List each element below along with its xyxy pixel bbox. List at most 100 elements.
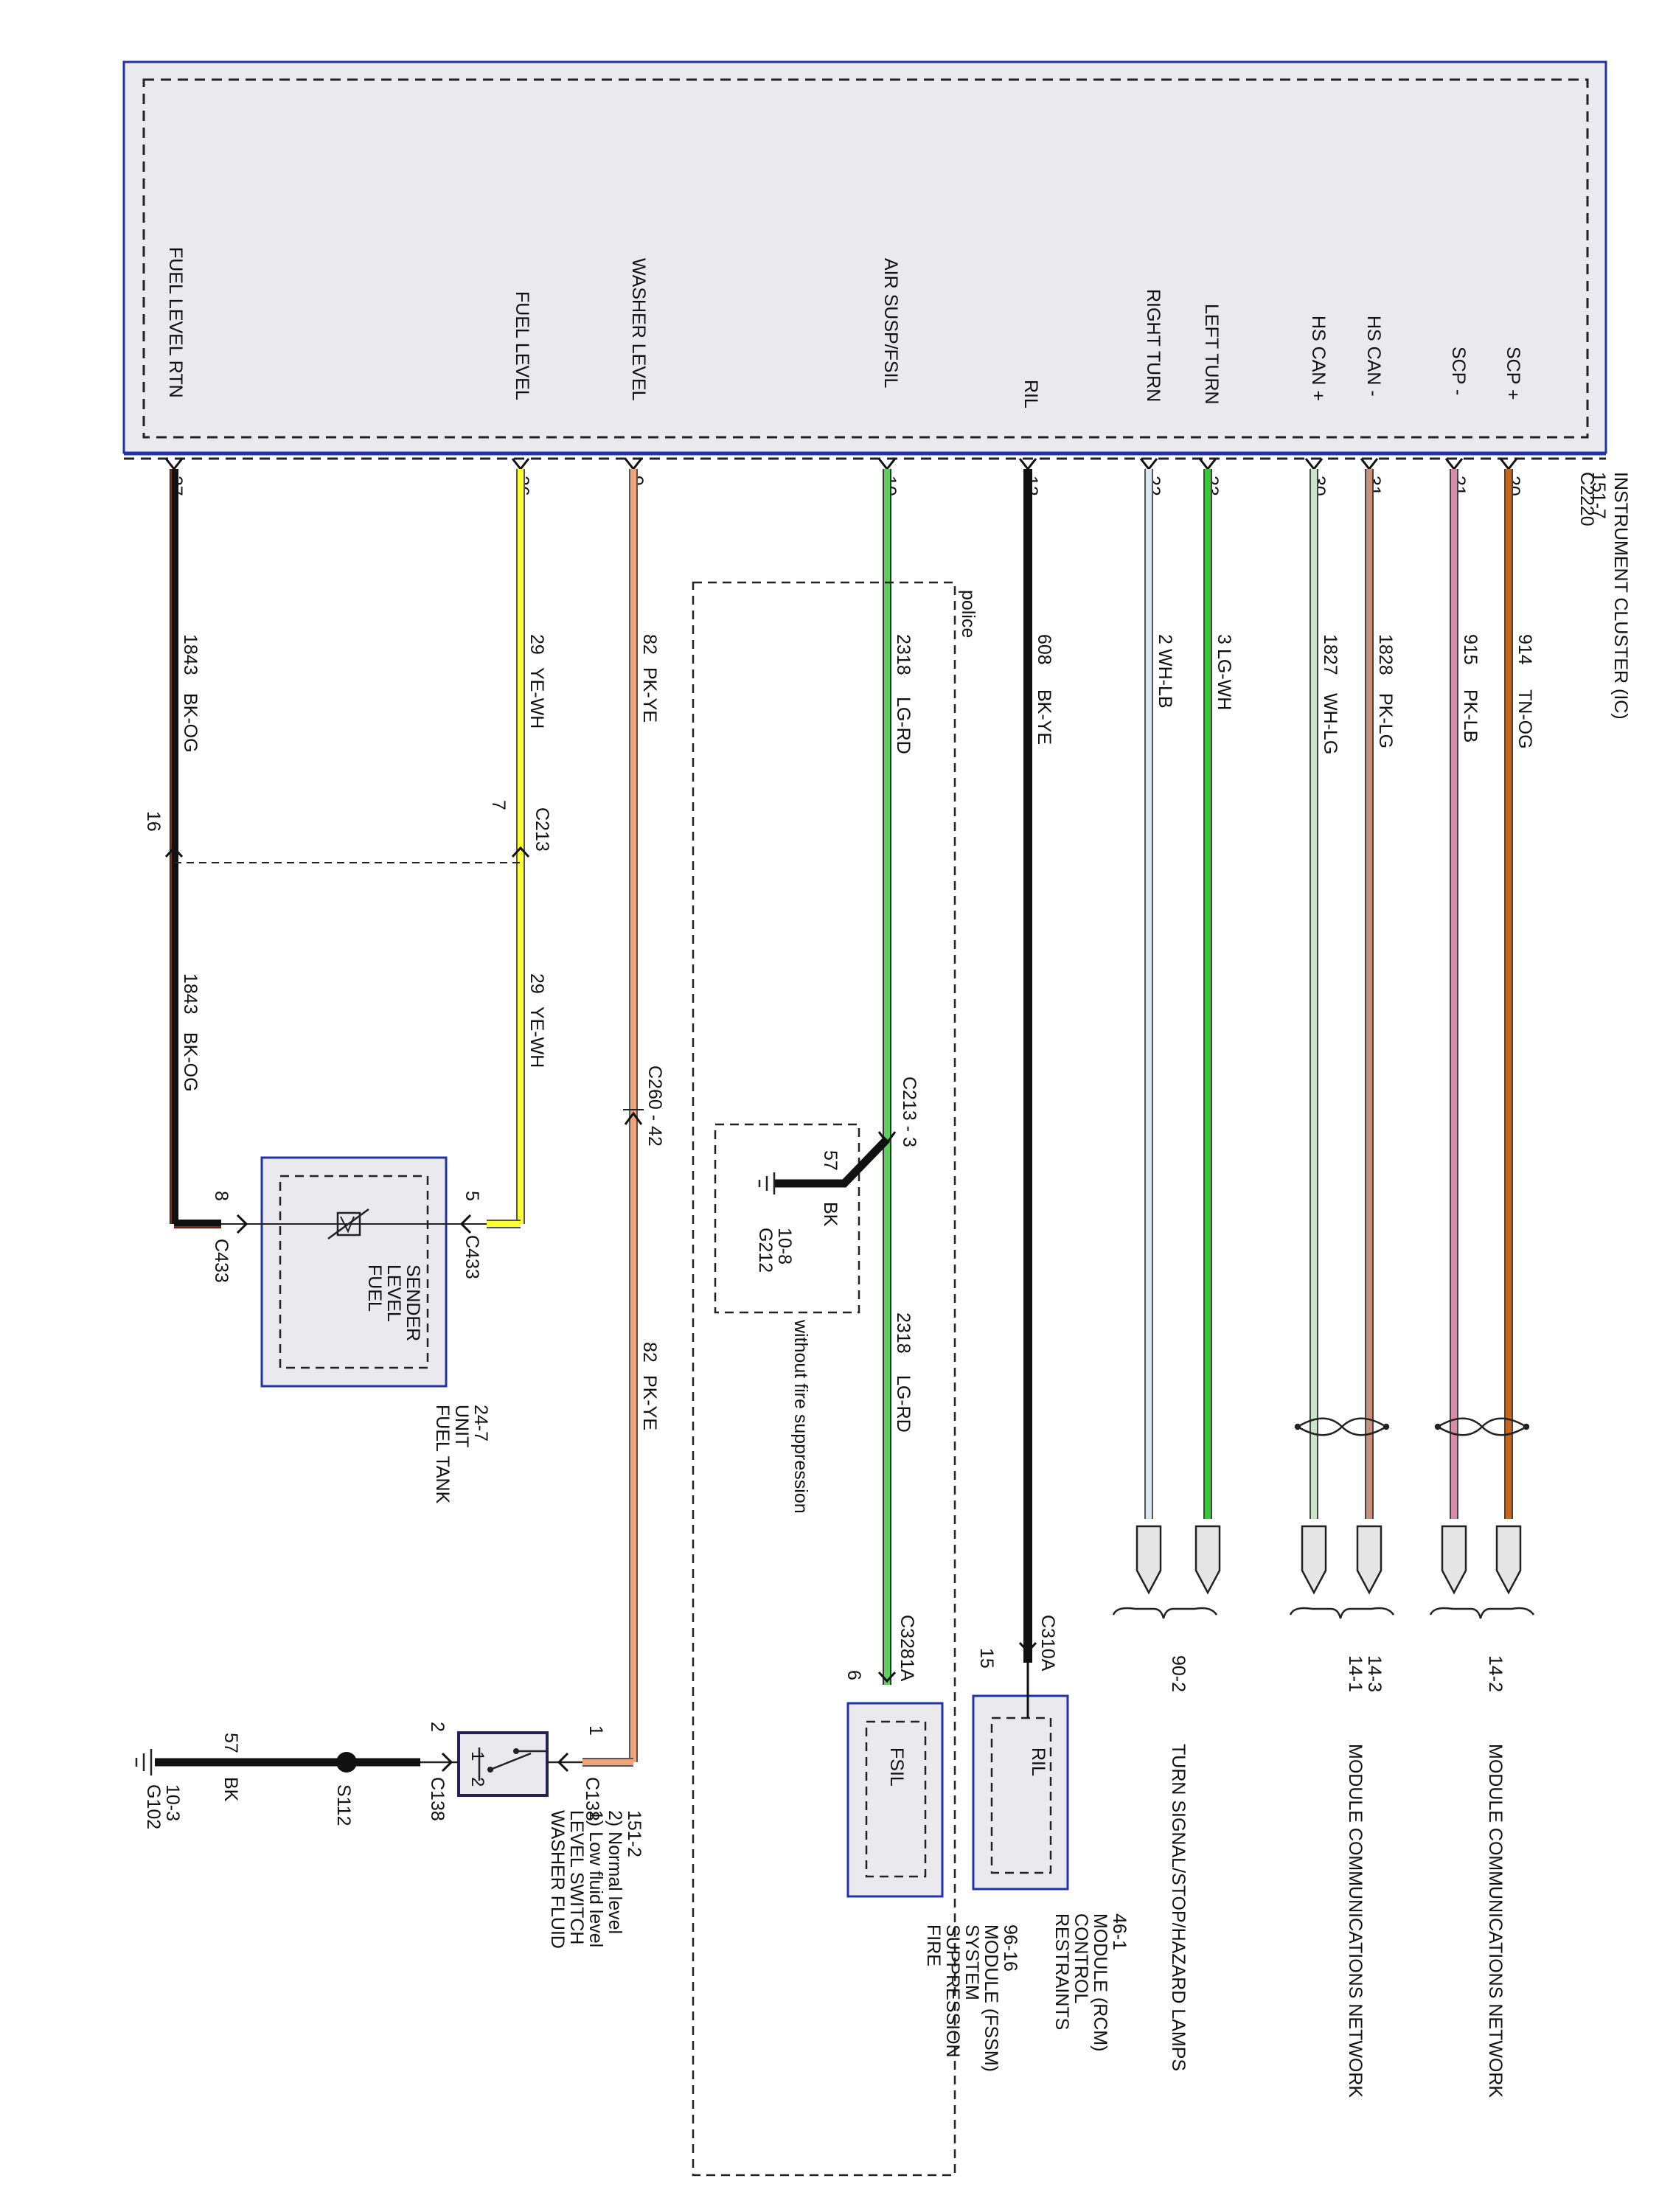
- cluster-title-group: INSTRUMENT CLUSTER (IC) 151-7: [1588, 472, 1631, 720]
- chevron-down-icon: [1499, 458, 1518, 471]
- wire-circuit-2318b: 2318: [893, 1312, 914, 1354]
- wire-circuit-914: 914: [1514, 634, 1535, 665]
- w57-color: BK: [220, 1777, 241, 1802]
- without-fire-label: without fire suppression: [790, 1319, 811, 1514]
- rcm-line2: CONTROL: [1071, 1913, 1091, 2003]
- rcm-box: [972, 1694, 1069, 1891]
- brace-icon: [1429, 1607, 1535, 1619]
- wire-color-29b: YE-WH: [526, 1006, 547, 1068]
- c260-label: C260 - 42: [644, 1065, 665, 1147]
- wire-circuit-608: 608: [1034, 634, 1054, 665]
- wires: [170, 469, 1513, 1767]
- pin-label-right-turn: RIGHT TURN: [1143, 289, 1164, 402]
- fssm-ref: 96-16: [1000, 1924, 1020, 1972]
- washer-line3: 1) Low fluid level: [585, 1810, 606, 1947]
- mcn1-ref: 14-2: [1485, 1655, 1506, 1692]
- washer-line2: LEVEL SWITCH: [566, 1810, 587, 1944]
- c138-a: C138: [582, 1777, 602, 1821]
- c433-b: C433: [211, 1239, 232, 1283]
- wire-circuit-29b: 29: [526, 973, 547, 994]
- chevron-down-icon: [1444, 458, 1464, 471]
- c213-pin16: 16: [143, 811, 164, 832]
- cluster-connector-chevrons: [164, 458, 1518, 471]
- chevron-right-icon: [441, 1752, 453, 1773]
- s112-label: S112: [333, 1784, 354, 1826]
- pin-label-scp-minus: SCP -: [1448, 347, 1469, 395]
- fssm-line4: MODULE (FSSM): [981, 1924, 1001, 2072]
- police-label: police: [958, 590, 978, 638]
- wire-color-1828: PK-LG: [1375, 693, 1396, 748]
- c138-b: C138: [427, 1777, 448, 1821]
- rcm-ref: 46-1: [1109, 1913, 1130, 1950]
- mcn2-ref2: 14-3: [1364, 1655, 1385, 1692]
- wire-color-2318b: LG-RD: [893, 1375, 914, 1433]
- fssm-box: [846, 1702, 944, 1898]
- wire-circuit-29a: 29: [526, 634, 547, 655]
- pin-label-air-susp: AIR SUSP/FSIL: [880, 258, 901, 389]
- g102-name: G102: [143, 1784, 164, 1829]
- washer-line1: WASHER FLUID: [547, 1810, 568, 1949]
- cluster-title: INSTRUMENT CLUSTER (IC): [1610, 472, 1631, 720]
- fssm-line2: SUPPRESSION: [942, 1924, 963, 2058]
- chevron-left-icon: [236, 1214, 248, 1234]
- fuel-tank-box: [260, 1156, 448, 1388]
- wire-circuit-915: 915: [1460, 634, 1481, 665]
- wire-color-1843b: BK-OG: [180, 1032, 201, 1092]
- fssm-inner: FSIL: [886, 1747, 907, 1787]
- chevron-right-icon: [459, 1214, 472, 1234]
- wire-circuit-2: 2: [1155, 634, 1175, 644]
- wire-color-914: TN-OG: [1514, 689, 1535, 749]
- chevron-down-icon: [624, 458, 643, 471]
- g212-name: G212: [755, 1228, 776, 1273]
- offpage-arrow-icon: [1194, 1525, 1221, 1595]
- c433-pin5: 5: [462, 1191, 482, 1201]
- wire-circuit-1843a: 1843: [180, 634, 201, 675]
- wire-circuit-1827: 1827: [1320, 634, 1340, 675]
- wire-circuit-1828: 1828: [1375, 634, 1396, 675]
- chevron-down-icon: [877, 1131, 897, 1145]
- cluster-pin-labels: SCP + SCP - HS CAN - HS CAN + LEFT TURN …: [165, 247, 1523, 408]
- rcm-line3: MODULE (RCM): [1090, 1913, 1110, 2052]
- wire-color-1843a: BK-OG: [180, 693, 201, 753]
- mcn1-title: MODULE COMMUNICATIONS NETWORK: [1485, 1744, 1506, 2098]
- twisted-pair-markers: [1294, 1417, 1530, 1436]
- cluster-connector: C2220: [1576, 472, 1597, 526]
- wire-color-608: BK-YE: [1034, 689, 1054, 745]
- chevron-up-icon: [624, 1111, 643, 1125]
- brace-icon: [1112, 1607, 1218, 1619]
- resistor-icon: [336, 1211, 361, 1237]
- fssm-module: C3281A 6 FSIL FIRE SUPPRESSION SYSTEM MO…: [844, 1615, 1020, 2072]
- chevron-down-icon: [1018, 1641, 1037, 1654]
- washer-pos2: 2: [467, 1777, 487, 1787]
- wire-circuit-3: 3: [1214, 634, 1234, 644]
- chevron-down-icon: [877, 458, 897, 471]
- c138-pin2: 2: [427, 1722, 448, 1732]
- destination-labels: 14-2 14-114-3 90-2 MODULE COMMUNICATIONS…: [1168, 1655, 1506, 2098]
- wire-circuit-82b: 82: [639, 1342, 660, 1363]
- pin-label-ril: RIL: [1020, 380, 1041, 408]
- turn-ref: 90-2: [1168, 1655, 1189, 1692]
- wire-color-2318a: LG-RD: [893, 697, 914, 754]
- cluster-pin-numbers: 20 21 31 30 23 22 12 10 9 26 27: [165, 476, 1523, 496]
- c213-3-label: C213 - 3: [899, 1077, 919, 1147]
- fuel-tank-ref: 24-7: [470, 1405, 491, 1441]
- chevron-up-icon: [164, 846, 184, 858]
- pin-label-left-turn: LEFT TURN: [1201, 304, 1222, 405]
- offpage-arrow-icon: [1495, 1525, 1522, 1595]
- fuel-tank-unit: FUEL LEVEL SENDER 5 C433 8 C433 FUEL TAN…: [211, 1156, 491, 1504]
- turn-title: TURN SIGNAL/STOP/HAZARD LAMPS: [1168, 1744, 1189, 2071]
- chevron-down-icon: [1360, 458, 1379, 471]
- rcm-module: C310A 15 RIL RESTRAINTS CONTROL MODULE (…: [972, 1615, 1130, 2052]
- pin-label-scp-plus: SCP +: [1503, 347, 1523, 400]
- g212-ref: 10-8: [774, 1228, 795, 1265]
- pin-label-washer-level: WASHER LEVEL: [628, 258, 649, 401]
- offpage-arrow-icon: [1441, 1525, 1467, 1595]
- pin-label-fuel-level: FUEL LEVEL: [512, 291, 532, 400]
- chevron-down-icon: [1139, 458, 1158, 471]
- g212-circuit: 57: [820, 1150, 841, 1171]
- chevron-down-icon: [1018, 458, 1037, 471]
- fssm-line3: SYSTEM: [961, 1924, 982, 2000]
- wire-circuit-2318a: 2318: [893, 634, 914, 675]
- page-reference-arrows: [1135, 1525, 1522, 1595]
